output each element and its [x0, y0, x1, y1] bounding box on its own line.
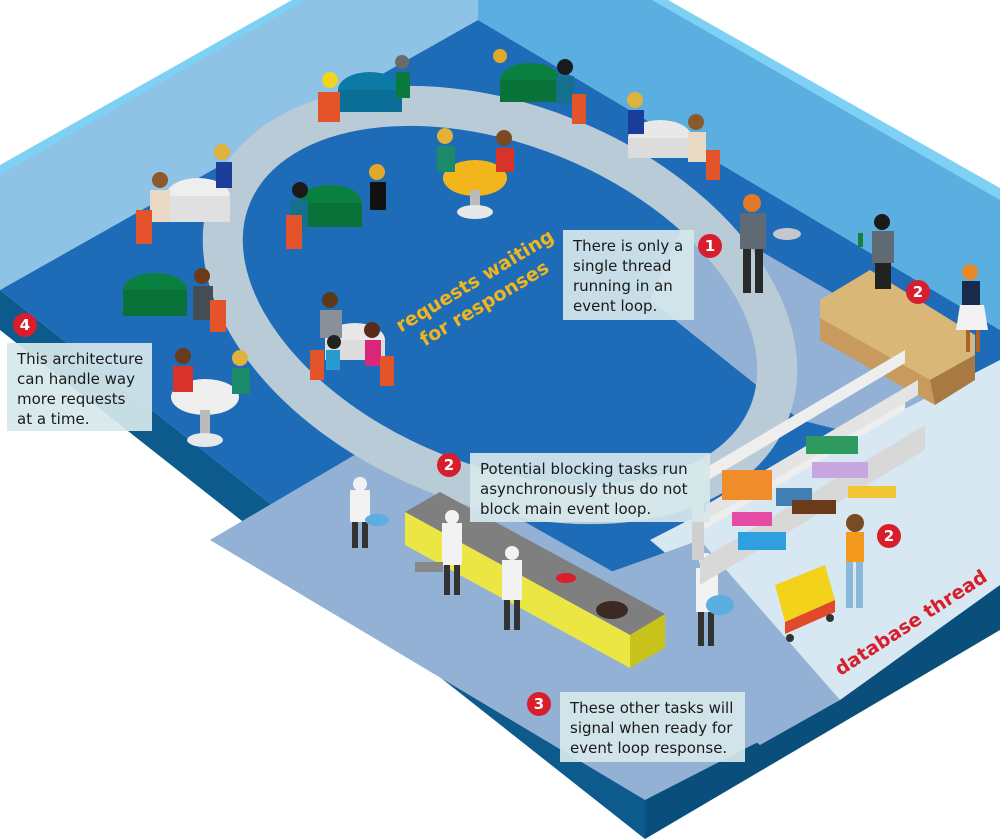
callout-line: Potential blocking tasks run [480, 460, 688, 478]
callout-line: signal when ready for [570, 719, 733, 737]
dining-table-icon [437, 128, 514, 219]
waitress-icon [956, 264, 988, 352]
step-badge-1: 1 [698, 234, 722, 258]
dining-table-icon [123, 268, 226, 332]
callout-line: asynchronously thus do not [480, 480, 688, 498]
chef-icon [350, 477, 389, 548]
bar-counter [820, 270, 975, 405]
callout-line: These other tasks will [570, 699, 734, 717]
dining-table-icon [627, 92, 720, 180]
left-wall-top-edge [0, 0, 305, 175]
dining-table-icon [286, 164, 386, 249]
step-badge-2-grocery: 2 [877, 524, 901, 548]
ring-path [202, 85, 798, 525]
callout-line: This architecture [17, 350, 144, 368]
grocery-shelf [692, 350, 925, 585]
callout-line: event loop. [573, 297, 658, 315]
callout-line: block main event loop. [480, 500, 652, 518]
callout-line: can handle way [17, 370, 135, 388]
chef-icon [502, 546, 576, 630]
bartender-icon [858, 214, 894, 289]
dining-table-icon [310, 292, 394, 386]
shopper-icon [846, 514, 864, 608]
left-wall [0, 0, 478, 290]
dining-table-icon [493, 49, 586, 124]
right-wall-top-edge [652, 0, 1000, 200]
step-badge-3: 3 [527, 692, 551, 716]
callout-single-thread: There is only a single thread running in… [563, 230, 694, 320]
callout-line: more requests [17, 390, 126, 408]
dining-table-icon [171, 348, 250, 447]
step-badge-4: 4 [13, 313, 37, 337]
callout-line: single thread [573, 257, 672, 275]
shopping-cart-icon [775, 565, 835, 642]
step-badge-2-bar: 2 [906, 280, 930, 304]
dining-table-icon [318, 55, 410, 122]
step-badge-2: 2 [437, 453, 461, 477]
dining-tables [123, 49, 720, 447]
chef-icon [415, 510, 462, 595]
callout-line: at a time. [17, 410, 90, 428]
waiter-icon [740, 194, 801, 293]
callout-async-tasks: Potential blocking tasks run asynchronou… [470, 453, 710, 522]
callout-signal-ready: These other tasks will signal when ready… [560, 692, 745, 762]
right-wall [478, 0, 1000, 330]
callout-architecture: This architecture can handle way more re… [7, 343, 152, 431]
callout-line: event loop response. [570, 739, 728, 757]
callout-line: running in an [573, 277, 673, 295]
callout-line: There is only a [573, 237, 684, 255]
dining-table-icon [136, 144, 232, 244]
